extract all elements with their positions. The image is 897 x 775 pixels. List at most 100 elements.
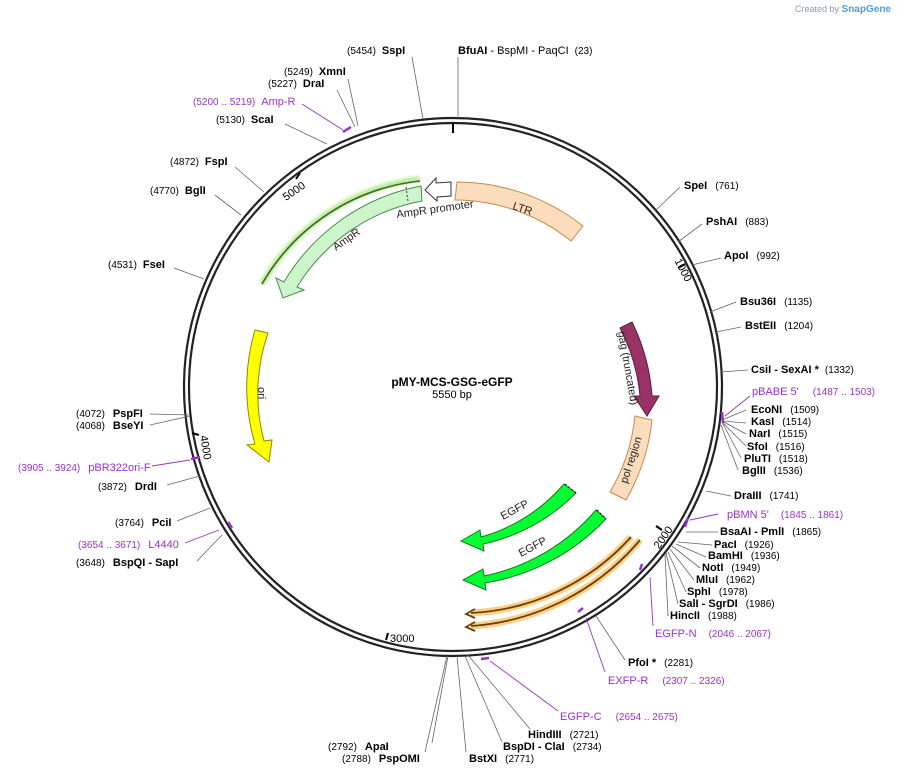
enzyme-label-nari[interactable]: NarI(1515) <box>749 428 807 440</box>
amp-promoter-feature[interactable] <box>424 176 452 203</box>
enzyme-label-apai[interactable]: (2792)ApaI <box>328 741 389 753</box>
enzyme-label-bspdi[interactable]: BspDI - ClaI(2734) <box>503 741 602 753</box>
primer-label-l4440[interactable]: (3654 .. 3671)L4440 <box>78 539 179 551</box>
pol-feature[interactable] <box>609 415 653 501</box>
leader-econi <box>721 409 747 421</box>
leader-sfoi <box>721 421 747 447</box>
leader-bsteii <box>715 326 742 333</box>
enzyme-pos-sfoi: (1516) <box>776 442 805 453</box>
tick-label-3000: 3000 <box>390 633 414 645</box>
enzyme-name-spei: SpeI <box>684 180 707 192</box>
primer-label-amp-r[interactable]: (5200 .. 5219)Amp-R <box>193 96 296 108</box>
enzyme-label-paci[interactable]: PacI(1926) <box>714 539 774 551</box>
enzyme-label-bseyi[interactable]: (4068)BseYI <box>76 420 143 432</box>
enzyme-label-sali[interactable]: SalI - SgrDI(1986) <box>679 598 775 610</box>
primer-name-pbmn: pBMN 5' <box>727 509 769 521</box>
highlight-arc-2[interactable] <box>470 539 641 627</box>
enzyme-label-hincii[interactable]: HincII(1988) <box>670 610 737 622</box>
enzyme-label-scai[interactable]: (5130)ScaI <box>216 114 274 126</box>
enzyme-label-apoi[interactable]: ApoI(992) <box>724 250 780 262</box>
enzyme-label-sspi[interactable]: (5454)SspI <box>347 45 405 57</box>
enzyme-name-sali: SalI <box>679 598 699 610</box>
enzyme-label-sfoi[interactable]: SfoI(1516) <box>747 441 805 453</box>
enzyme-name-pfoi: PfoI * <box>628 657 657 669</box>
enzyme-label-noti[interactable]: NotI(1949) <box>702 562 760 574</box>
leader-l4440 <box>184 529 220 544</box>
enzyme-pos-sphi: (1978) <box>719 587 748 598</box>
leader-bgli <box>214 194 242 216</box>
enzyme-label-kasi[interactable]: KasI(1514) <box>751 416 811 428</box>
primer-label-egfp-c[interactable]: EGFP-C(2654 .. 2675) <box>560 711 678 723</box>
enzyme-label-bamhi[interactable]: BamHI(1936) <box>708 550 780 562</box>
enzyme-label-bspqi[interactable]: (3648)BspQI - SapI <box>76 557 178 569</box>
ori-feature[interactable] <box>245 329 273 463</box>
enzyme-label-bsu36i[interactable]: Bsu36I(1135) <box>740 296 812 308</box>
enzyme-label-fspi[interactable]: (4872)FspI <box>170 156 228 168</box>
primer-label-pbmn[interactable]: pBMN 5'(1845 .. 1861) <box>727 509 843 521</box>
egfp-feature-1[interactable] <box>459 483 577 552</box>
enzyme-pos-paci: (1926) <box>745 540 774 551</box>
enzyme-label-pcii[interactable]: (3764)PciI <box>115 517 171 529</box>
enzyme-label-bglii[interactable]: BglII(1536) <box>742 465 803 477</box>
enzyme-label-mlui[interactable]: MluI(1962) <box>696 574 755 586</box>
primer-name-l4440: L4440 <box>148 539 179 551</box>
enzyme-label-pshai[interactable]: PshAI(883) <box>706 216 769 228</box>
enzyme-pos-bspqi: (3648) <box>76 558 105 569</box>
enzyme-label-draiii[interactable]: DraIII (1741) <box>734 490 798 502</box>
enzyme-pos-spei: (761) <box>715 181 738 192</box>
primer-label-pbabe[interactable]: pBABE 5'(1487 .. 1503) <box>752 386 875 398</box>
enzyme-name-draiii: DraIII <box>734 490 762 502</box>
leader-apoi <box>691 257 722 266</box>
enzyme-label-pfoi[interactable]: PfoI *(2281) <box>628 657 693 669</box>
tick-mark-5000 <box>295 172 301 180</box>
enzyme-pos-bstxi: (2771) <box>505 754 534 765</box>
leader-pbr322ori <box>151 459 191 467</box>
highlight-arc-1[interactable] <box>470 536 632 614</box>
primer-label-egfp-n[interactable]: EGFP-N(2046 .. 2067) <box>655 628 771 640</box>
tick-mark-2000 <box>655 525 663 531</box>
enzyme-name-drdi: DrdI <box>135 481 157 493</box>
ampr-feature[interactable] <box>275 185 423 299</box>
enzyme-label-bsteii[interactable]: BstEII(1204) <box>745 320 813 332</box>
egfp-feature-2[interactable] <box>461 509 607 591</box>
primer-name-egfp-n: EGFP-N <box>655 628 697 640</box>
enzyme-name-apai: ApaI <box>365 741 389 753</box>
enzyme-name-hincii: HincII <box>670 610 700 622</box>
enzyme-label-drai[interactable]: (5227)DraI <box>268 78 324 90</box>
enzyme-extra-bspdi: - ClaI <box>535 741 565 753</box>
gag-feature[interactable] <box>619 321 660 417</box>
leader-spei <box>655 186 681 211</box>
enzyme-label-fsei[interactable]: (4531)FseI <box>108 259 165 271</box>
enzyme-pos-sali: (1986) <box>746 599 775 610</box>
enzyme-pos-hindiii: (2721) <box>570 730 599 741</box>
enzyme-label-bsaai[interactable]: BsaAI - PmlI(1865) <box>720 526 821 538</box>
enzyme-label-drdi[interactable]: (3872)DrdI <box>98 481 157 493</box>
enzyme-label-xmni[interactable]: (5249)XmnI <box>284 66 346 78</box>
enzyme-pos-draiii: (1741) <box>770 491 799 502</box>
highlight-arc-2-arrowhead <box>463 621 476 632</box>
enzyme-label-hindiii[interactable]: HindIII(2721) <box>528 729 599 741</box>
tick-label-4000: 4000 <box>197 434 213 460</box>
leader-sspi <box>411 56 424 120</box>
enzyme-label-csii[interactable]: CsiI - SexAI *(1332) <box>751 364 854 376</box>
enzyme-label-econi[interactable]: EcoNI(1509) <box>751 404 819 416</box>
enzyme-label-pspfi[interactable]: (4072)PspFI <box>76 408 143 420</box>
ampr-highlight-line <box>261 180 421 285</box>
enzyme-label-pluti[interactable]: PluTI(1518) <box>744 453 808 465</box>
primer-range-pbabe: (1487 .. 1503) <box>813 387 875 398</box>
enzyme-label-bgli[interactable]: (4770)BglI <box>150 185 206 197</box>
primer-label-pbr322ori[interactable]: (3905 .. 3924)pBR322ori-F <box>18 462 151 474</box>
enzyme-label-pspomi[interactable]: (2788)PspOMI <box>342 753 420 765</box>
enzyme-label-spei[interactable]: SpeI (761) <box>684 180 739 192</box>
ltr-feature[interactable] <box>454 181 584 242</box>
enzyme-label-bfuai[interactable]: BfuAI - BspMI - PaqCI(23) <box>458 45 592 57</box>
enzyme-label-sphi[interactable]: SphI(1978) <box>687 586 748 598</box>
enzyme-extra-csii: - SexAI * <box>771 364 819 376</box>
leader-egfp-c <box>489 660 559 712</box>
leader-hindiii <box>467 654 531 730</box>
enzyme-name-drai: DraI <box>303 78 324 90</box>
primer-label-exfp-r[interactable]: EXFP-R(2307 .. 2326) <box>608 675 725 687</box>
enzyme-extra-bsaai: - PmlI <box>751 526 784 538</box>
enzyme-label-bstxi[interactable]: BstXI(2771) <box>469 753 534 765</box>
